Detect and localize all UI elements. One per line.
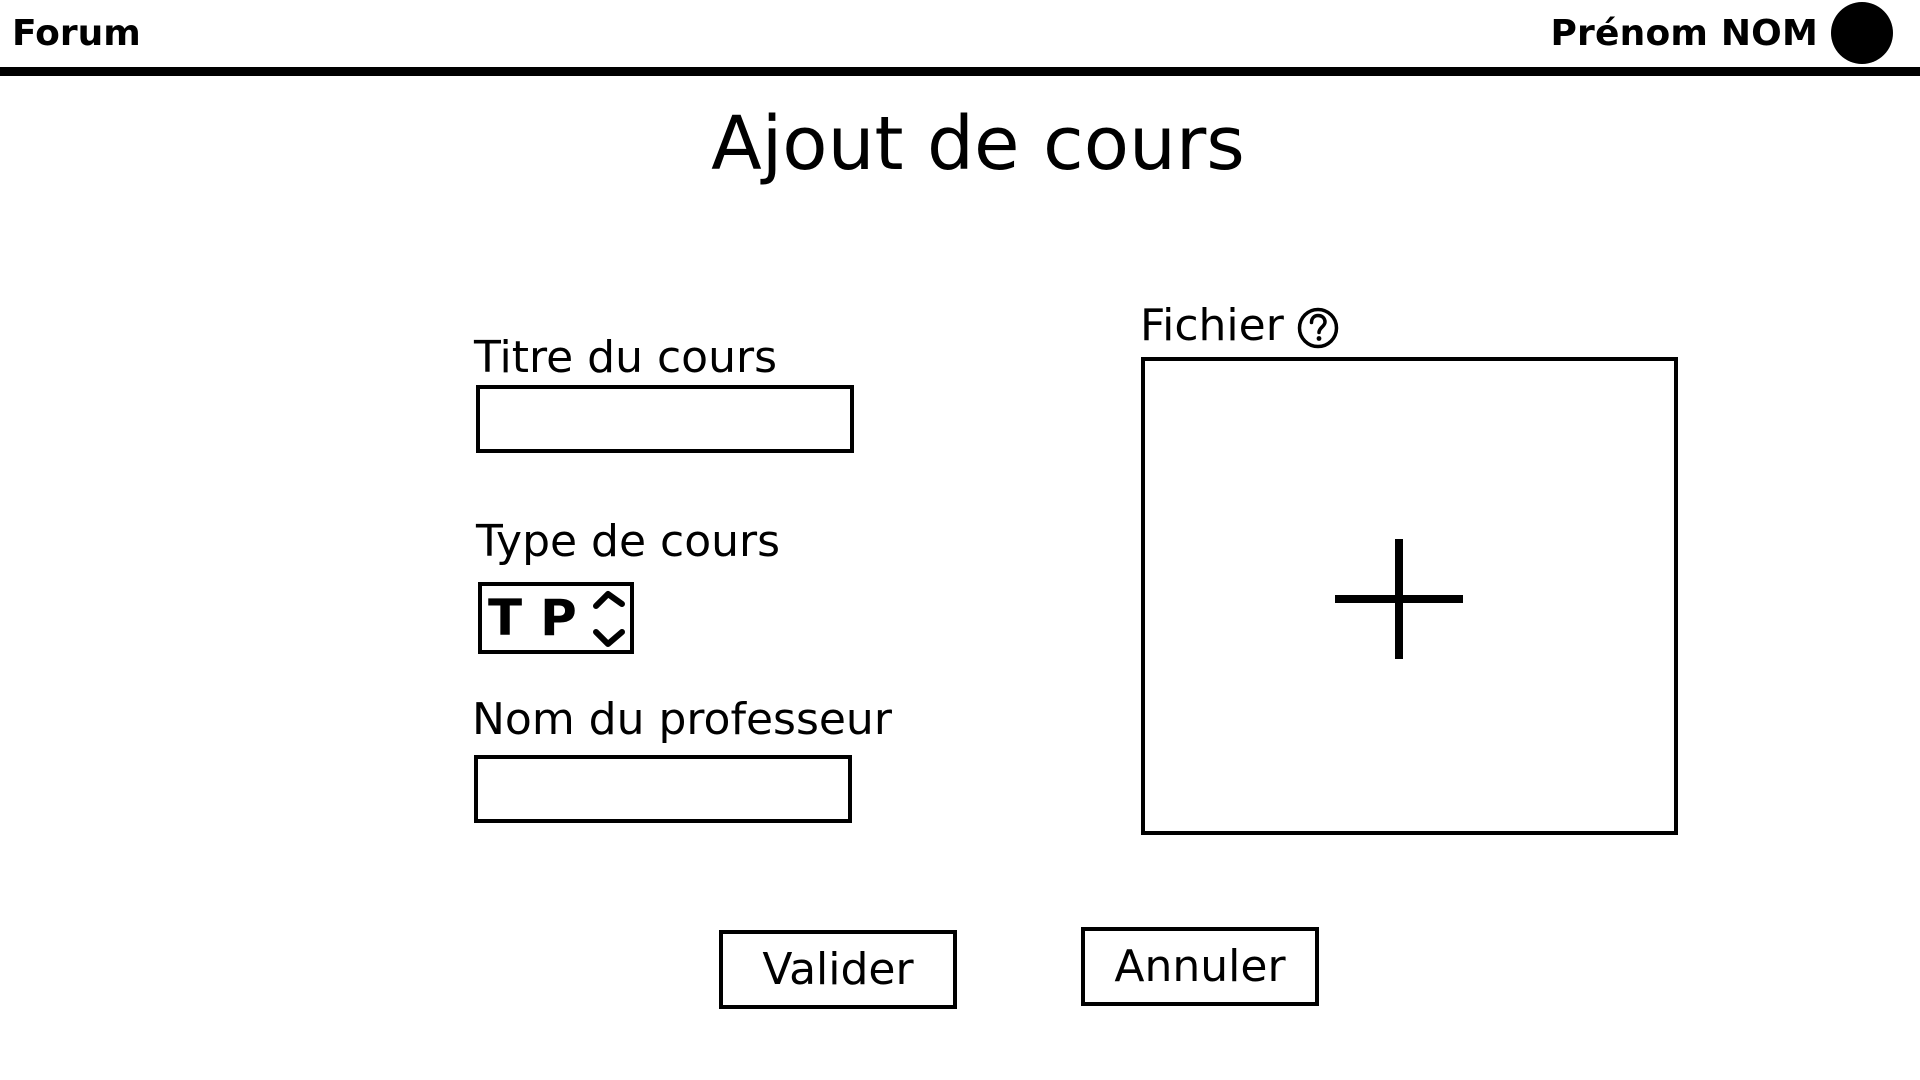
page-title: Ajout de cours <box>711 101 1245 187</box>
teacher-name-label: Nom du professeur <box>472 694 892 745</box>
course-title-label: Titre du cours <box>474 332 777 383</box>
course-type-value: TP <box>488 589 595 647</box>
course-type-label: Type de cours <box>476 516 781 567</box>
course-type-select[interactable]: TP <box>478 582 634 654</box>
cancel-button[interactable]: Annuler <box>1081 927 1319 1006</box>
up-down-chevron-icon[interactable] <box>590 588 628 650</box>
file-drop-zone[interactable] <box>1141 357 1678 835</box>
file-label: Fichier <box>1140 300 1284 351</box>
course-title-input[interactable] <box>476 385 854 453</box>
header-divider <box>0 67 1920 76</box>
user-menu[interactable]: Prénom NOM <box>1550 2 1893 64</box>
top-bar: Forum Prénom NOM <box>0 0 1920 68</box>
plus-icon[interactable] <box>1335 539 1463 659</box>
user-avatar-icon[interactable] <box>1831 2 1893 64</box>
user-name: Prénom NOM <box>1550 12 1818 54</box>
forum-link[interactable]: Forum <box>12 13 141 54</box>
question-mark-icon[interactable] <box>1297 307 1339 349</box>
validate-button[interactable]: Valider <box>719 930 957 1009</box>
teacher-name-input[interactable] <box>474 755 852 823</box>
